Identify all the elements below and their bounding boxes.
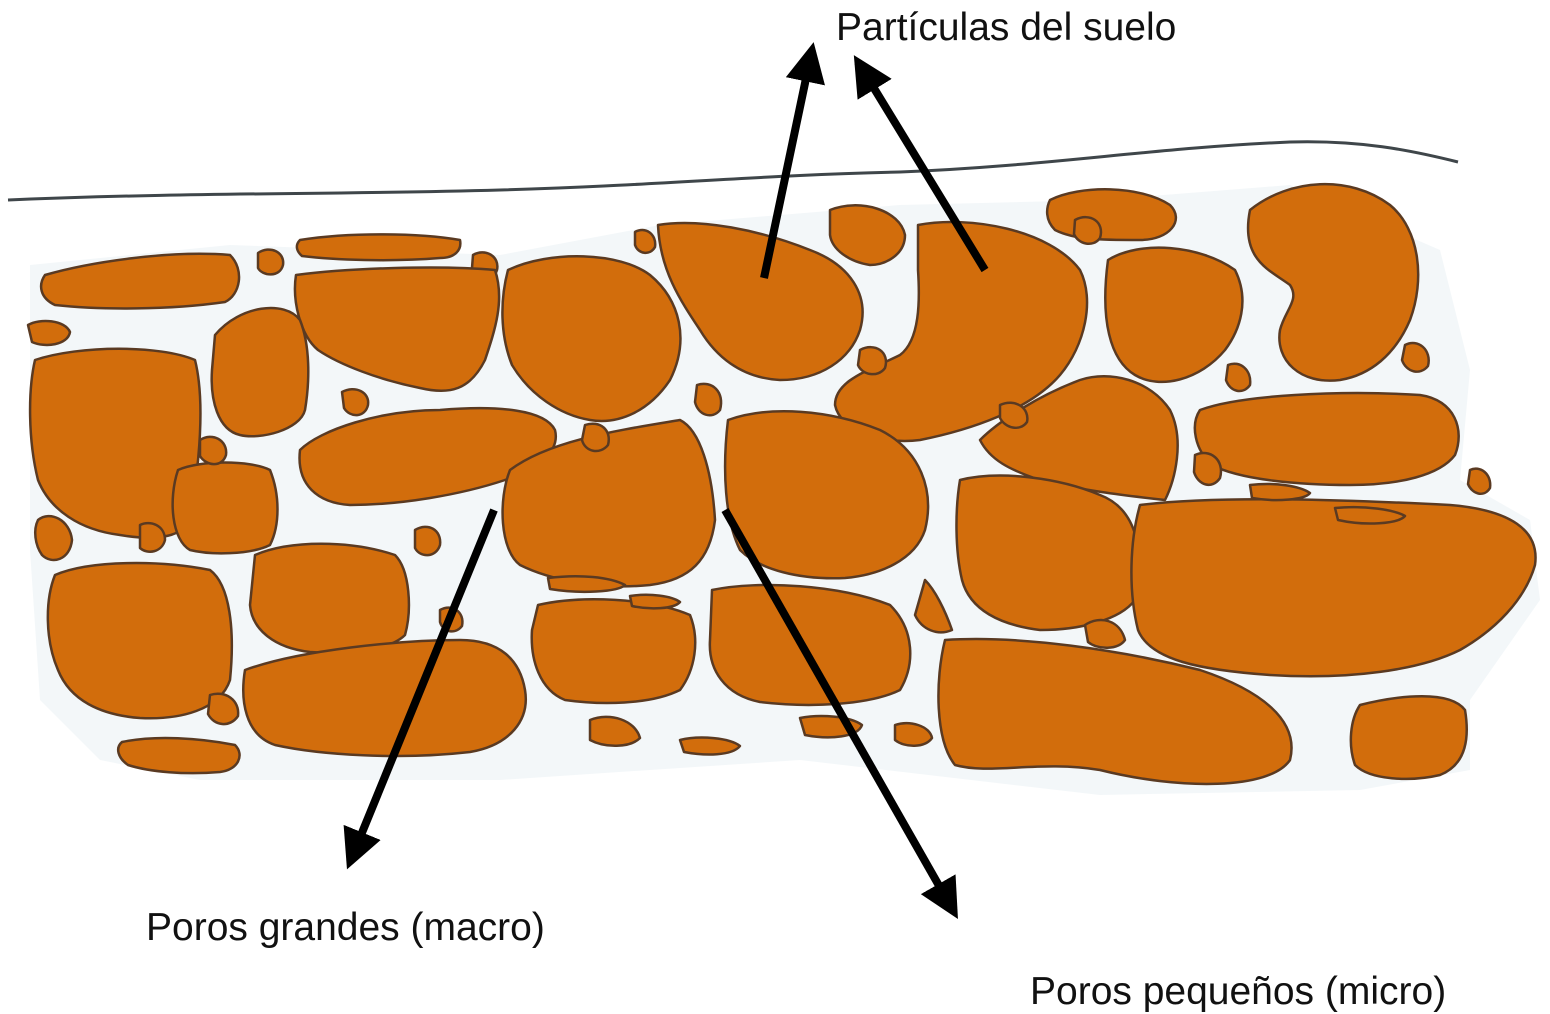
soil-particle xyxy=(1402,343,1429,372)
soil-particle xyxy=(1468,469,1490,494)
soil-particle xyxy=(1195,393,1459,485)
soil-particle xyxy=(212,308,309,436)
soil-particle xyxy=(258,250,283,275)
soil-particle xyxy=(858,347,886,374)
soil-particle xyxy=(118,738,239,773)
label-micro-pores: Poros pequeños (micro) xyxy=(1030,972,1446,1011)
label-soil-particles: Partículas del suelo xyxy=(836,8,1176,47)
soil-particle xyxy=(1047,189,1176,240)
soil-particle xyxy=(710,585,910,705)
soil-particle xyxy=(415,527,440,555)
soil-particle xyxy=(582,424,609,451)
soil-particle xyxy=(250,544,409,653)
label-macro-pores: Poros grandes (macro) xyxy=(146,908,545,947)
soil-particle xyxy=(28,321,70,345)
soil-particle xyxy=(297,234,460,260)
soil-particle xyxy=(635,230,655,253)
soil-particle xyxy=(173,463,278,554)
soil-particle xyxy=(200,437,226,464)
soil-particle xyxy=(1194,453,1221,485)
soil-particle xyxy=(1000,403,1027,428)
soil-particle xyxy=(532,599,695,703)
soil-particle xyxy=(342,389,368,415)
soil-particle xyxy=(48,563,232,718)
soil-particle xyxy=(1351,696,1467,779)
soil-particle xyxy=(140,523,165,552)
soil-particle xyxy=(1074,217,1101,244)
soil-particle xyxy=(695,384,721,415)
soil-particle xyxy=(243,640,525,756)
